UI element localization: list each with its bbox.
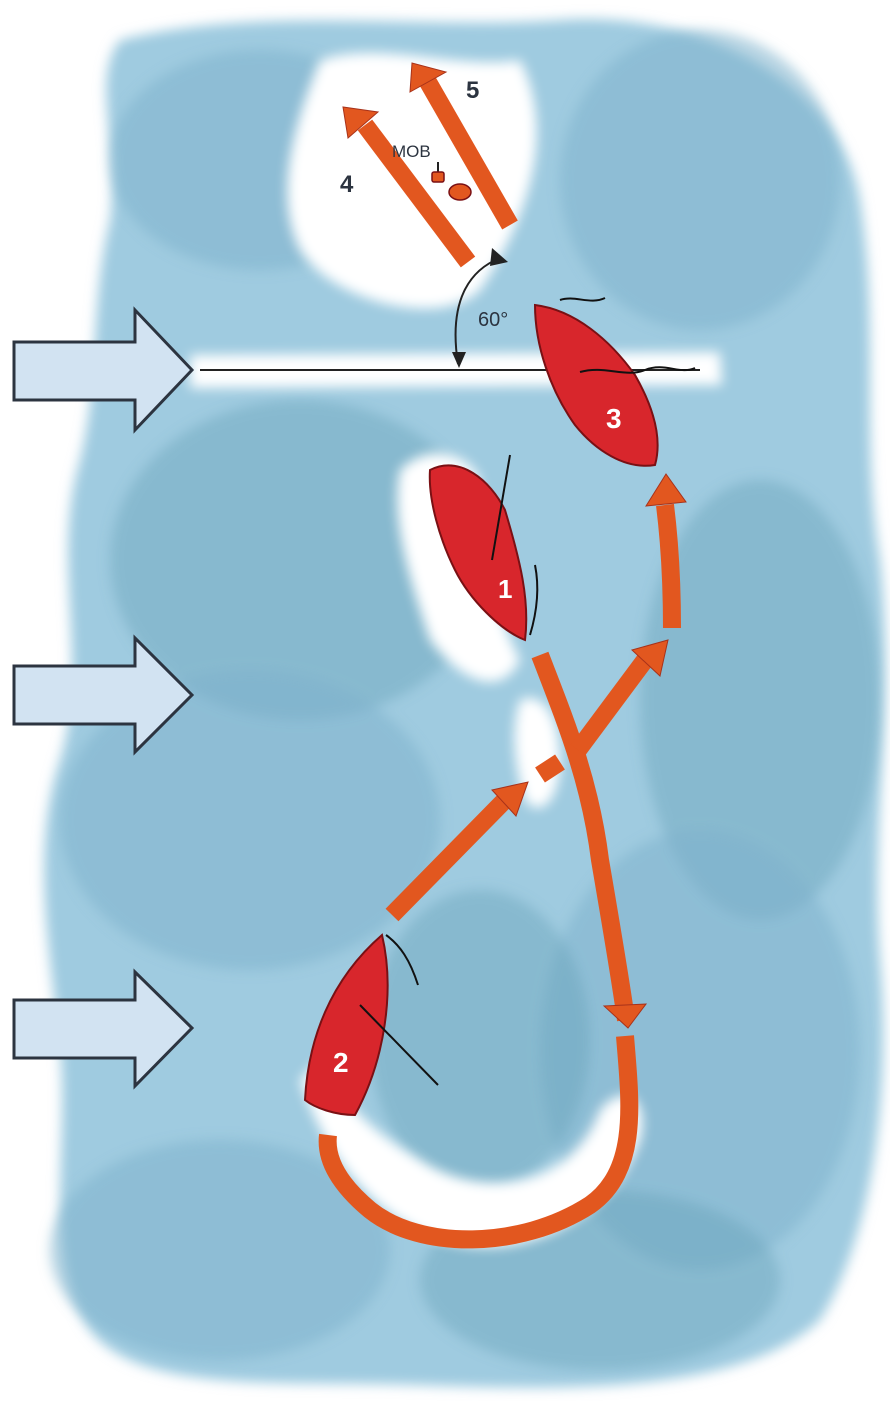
boat-1-label: 1 <box>498 574 512 604</box>
path-segment-up <box>665 505 672 628</box>
step-4-label: 4 <box>340 171 354 198</box>
path-segment-cross <box>540 762 560 775</box>
boat-2-label: 2 <box>333 1047 349 1078</box>
boat-3-label: 3 <box>606 403 622 434</box>
angle-label: 60° <box>478 309 508 331</box>
step-5-label: 5 <box>466 77 479 104</box>
mob-label: MOB <box>392 142 431 161</box>
